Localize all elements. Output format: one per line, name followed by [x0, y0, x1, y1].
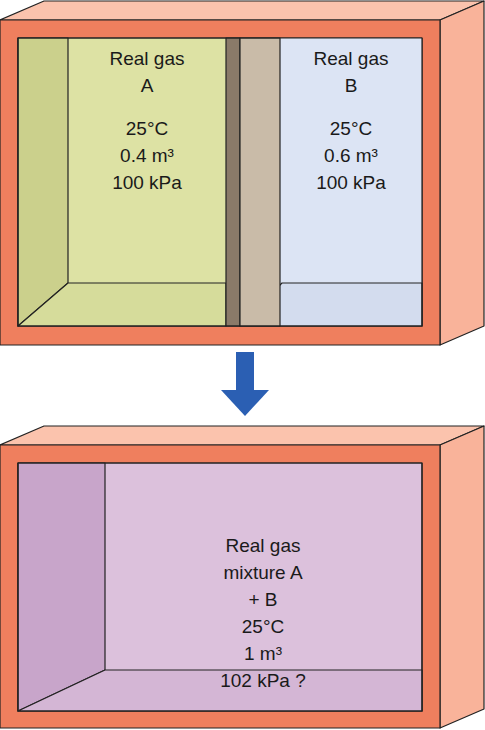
side-wall-a: [18, 38, 68, 326]
state-value: 100 kPa: [105, 169, 189, 196]
state-value: 25°C: [309, 115, 393, 142]
floor: [18, 670, 422, 711]
side-face: [440, 1, 484, 345]
cavity: [18, 38, 422, 326]
state-value: 0.6 m³: [309, 142, 393, 169]
gas-b-box: Real gas B 25°C0.6 m³100 kPa: [309, 45, 393, 196]
container-wall: [0, 20, 440, 345]
partition-edge: [226, 38, 240, 326]
state-value: 102 kPa ?: [220, 667, 306, 694]
floor-a: [18, 283, 226, 326]
partition-face: [240, 38, 280, 326]
side-wall: [18, 463, 105, 711]
cavity-outline: [18, 38, 422, 326]
lid-face: [0, 426, 484, 445]
state-value: 100 kPa: [309, 169, 393, 196]
cavity-outline: [18, 463, 422, 711]
gas-b-region: [226, 38, 422, 326]
gas-label: Real gas A: [105, 45, 189, 99]
mixture-box: Real gas mixture A + B25°C1 m³102 kPa ?: [220, 532, 306, 694]
side-face: [440, 426, 484, 728]
state-value: 1 m³: [220, 640, 306, 667]
container-wall: [0, 445, 440, 728]
arrow-head: [221, 390, 269, 416]
gas-label: Real gas mixture A + B: [221, 532, 305, 613]
gas-label: Real gas B: [309, 45, 393, 99]
state-value: 25°C: [105, 115, 189, 142]
state-value: 25°C: [220, 613, 306, 640]
gas-a-box: Real gas A 25°C0.4 m³100 kPa: [105, 45, 189, 196]
state-value: 0.4 m³: [105, 142, 189, 169]
cavity: [18, 463, 422, 711]
lid-face: [0, 1, 484, 20]
process-arrow: [236, 352, 254, 392]
